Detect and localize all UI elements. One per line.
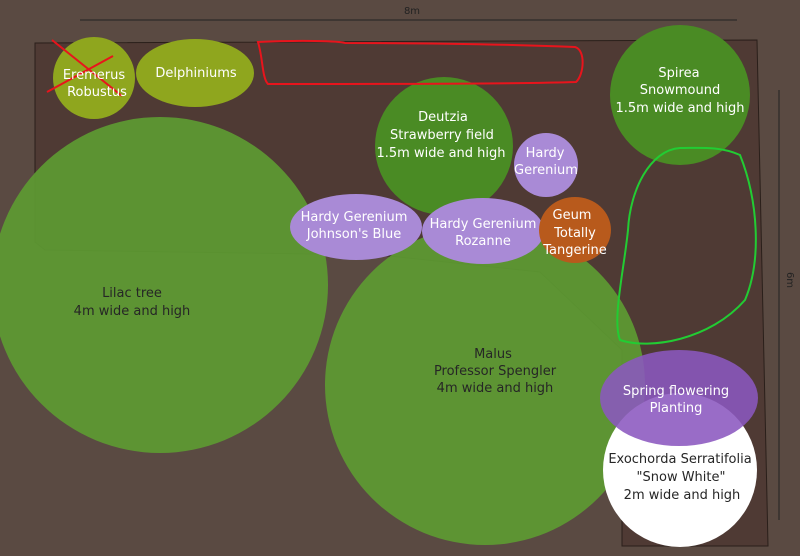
hardy-geranium-rozanne bbox=[422, 198, 544, 264]
malus-label-line2: Professor Spengler bbox=[434, 364, 557, 379]
spirea-label-line1: Spirea bbox=[658, 66, 699, 81]
width-dimension-label: 8m bbox=[404, 6, 420, 17]
cross-out-icon bbox=[46, 39, 123, 97]
hardy-geranium-johnsons-label-line1: Hardy Gerenium bbox=[301, 210, 408, 225]
lilac-tree bbox=[0, 117, 328, 453]
deutzia-label-line2: Strawberry field bbox=[390, 128, 494, 143]
malus-tree bbox=[325, 225, 645, 545]
spirea-label-line3: 1.5m wide and high bbox=[615, 101, 744, 116]
red-outline-mark bbox=[256, 39, 584, 86]
deutzia-shrub bbox=[375, 77, 513, 215]
geum-label-line2: Totally bbox=[553, 226, 596, 241]
lilac-label-line2: 4m wide and high bbox=[74, 304, 191, 319]
delphiniums-label: Delphiniums bbox=[155, 66, 236, 81]
spring-planting-label-line2: Planting bbox=[650, 401, 703, 416]
green-outline-mark bbox=[616, 146, 757, 345]
deutzia-label-line3: 1.5m wide and high bbox=[376, 146, 505, 161]
deutzia-label-line1: Deutzia bbox=[418, 110, 468, 125]
eremerus-label-line2: Robustus bbox=[67, 85, 127, 100]
hardy-geranium-johnsons-label-line2: Johnson's Blue bbox=[306, 227, 401, 242]
exochorda-label-line2: "Snow White" bbox=[637, 470, 726, 485]
geum-label-line1: Geum bbox=[553, 208, 592, 223]
hardy-geranium-rozanne-label-line1: Hardy Gerenium bbox=[430, 217, 537, 232]
hardy-geranium-rozanne-label-line2: Rozanne bbox=[455, 234, 511, 249]
spirea-label-line2: Snowmound bbox=[640, 83, 720, 98]
eremerus-label-line1: Eremerus bbox=[63, 68, 126, 83]
geum-plant bbox=[539, 197, 611, 263]
exochorda-label-line3: 2m wide and high bbox=[624, 488, 741, 503]
spring-flowering-planting bbox=[600, 350, 758, 446]
exochorda-label-line1: Exochorda Serratifolia bbox=[608, 452, 751, 467]
malus-label-line3: 4m wide and high bbox=[437, 381, 554, 396]
spring-planting-label-line1: Spring flowering bbox=[623, 384, 729, 399]
malus-label-line1: Malus bbox=[474, 347, 512, 362]
delphiniums-plant bbox=[136, 39, 254, 107]
lilac-label-line1: Lilac tree bbox=[102, 286, 162, 301]
height-dimension-label: 6m bbox=[784, 272, 795, 288]
hardy-geranium-small-label-line2: Gerenium bbox=[514, 163, 578, 178]
hardy-geranium-johnsons-blue bbox=[290, 194, 422, 260]
hardy-geranium-small-label-line1: Hardy bbox=[526, 146, 565, 161]
hardy-geranium-small bbox=[514, 133, 578, 197]
geum-label-line3: Tangerine bbox=[542, 243, 606, 258]
spirea-shrub bbox=[610, 25, 750, 165]
